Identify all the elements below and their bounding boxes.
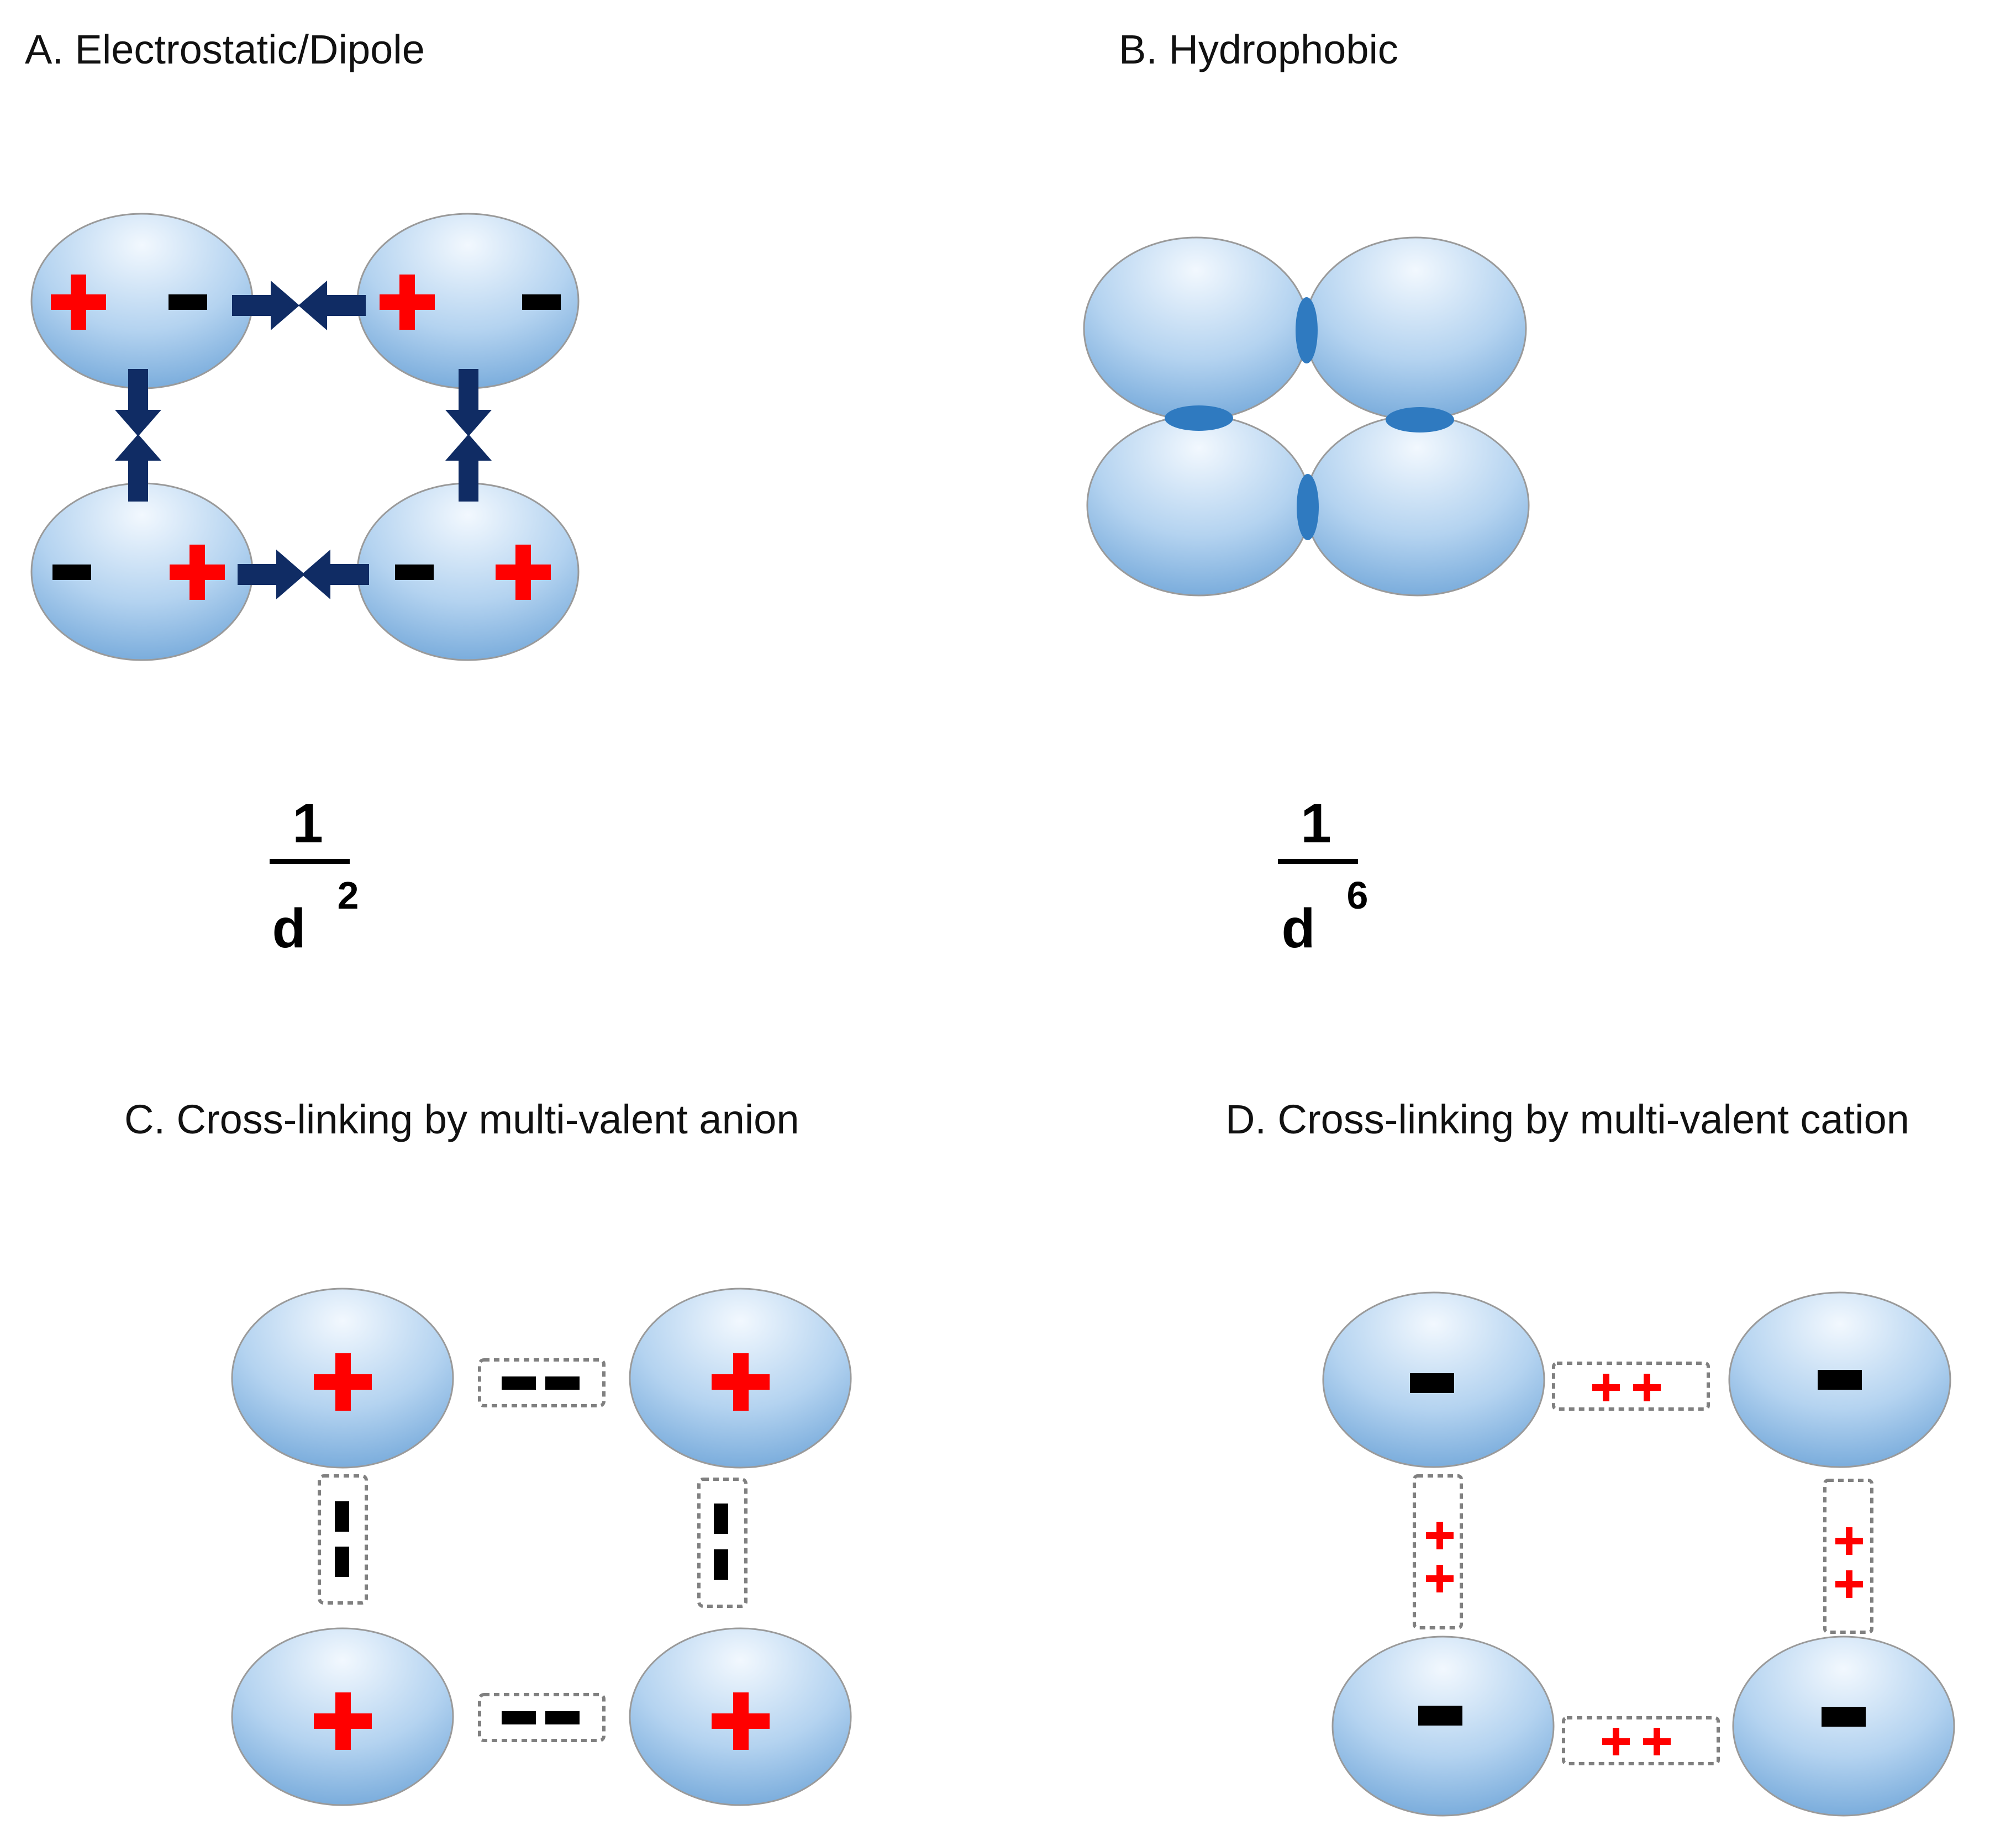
panel-a-title: A. Electrostatic/Dipole xyxy=(25,27,425,72)
minus-charge xyxy=(1418,1706,1462,1726)
hydrophobic-particle xyxy=(1086,414,1312,597)
minus-charge xyxy=(395,565,434,580)
anionic-particle xyxy=(1331,1636,1555,1817)
fraction-bar xyxy=(270,859,350,864)
hydrophobic-contact xyxy=(1386,407,1454,432)
panel-c-particle-charges xyxy=(314,1353,770,1750)
arrow-right-icon xyxy=(232,281,299,330)
plus-charge xyxy=(51,275,106,330)
plus-charge xyxy=(712,1353,770,1411)
panel-c-title: C. Cross-linking by multi-valent anion xyxy=(124,1096,799,1142)
arrow-up-icon xyxy=(115,434,161,502)
panel-b-hydrophobic-particles xyxy=(1083,236,1530,597)
arrow-up-icon xyxy=(445,434,492,502)
panel-a-attraction-arrows xyxy=(115,281,492,599)
panel-b-contacts xyxy=(1165,297,1454,540)
plus-charge xyxy=(314,1692,372,1750)
arrow-left-icon xyxy=(298,281,366,330)
arrow-down-icon xyxy=(445,369,492,436)
multivalent-cation xyxy=(1562,1716,1720,1765)
minus-charge xyxy=(1822,1707,1866,1727)
hydrophobic-contact xyxy=(1297,474,1319,540)
scaling-numerator: 1 xyxy=(1301,793,1331,854)
minus-charge xyxy=(1410,1373,1454,1393)
scaling-base: d xyxy=(1281,898,1315,959)
plus-charge xyxy=(380,275,435,330)
hydrophobic-contact xyxy=(1165,405,1233,431)
scaling-numerator: 1 xyxy=(292,793,323,854)
fraction-bar xyxy=(1278,859,1358,864)
multivalent-cation xyxy=(1552,1362,1710,1411)
multivalent-anion xyxy=(697,1478,748,1608)
plus-charge xyxy=(712,1692,770,1750)
multivalent-cation xyxy=(1413,1474,1463,1629)
arrow-down-icon xyxy=(115,369,161,436)
arrow-right-icon xyxy=(238,550,305,599)
multivalent-anion xyxy=(478,1693,606,1742)
scaling-exponent: 2 xyxy=(338,874,359,917)
panel-b-title: B. Hydrophobic xyxy=(1119,27,1398,72)
panel-c-anion-crosslinkers xyxy=(318,1358,748,1742)
hydrophobic-particle xyxy=(1083,236,1309,421)
hydrophobic-contact xyxy=(1296,297,1318,363)
multivalent-cation xyxy=(1823,1479,1873,1634)
minus-charge xyxy=(169,294,207,310)
panel-a-dipole-particles xyxy=(30,213,580,661)
panel-d-title: D. Cross-linking by multi-valent cation xyxy=(1225,1096,1909,1142)
panel-a-distance-scaling: 1 d 2 xyxy=(270,793,359,959)
minus-charge xyxy=(52,565,91,580)
arrow-left-icon xyxy=(302,550,369,599)
panel-a-charges xyxy=(51,275,561,600)
minus-charge xyxy=(1818,1370,1862,1390)
plus-charge xyxy=(496,545,551,600)
minus-charge xyxy=(522,294,561,310)
multivalent-anion xyxy=(478,1358,606,1407)
hydrophobic-particle xyxy=(1304,414,1530,597)
scaling-base: d xyxy=(272,898,306,959)
scaling-exponent: 6 xyxy=(1347,874,1368,917)
plus-charge xyxy=(170,545,225,600)
panel-d-particle-charges xyxy=(1410,1370,1866,1727)
panel-d-cation-crosslinkers xyxy=(1413,1362,1873,1765)
plus-charge xyxy=(314,1353,372,1411)
hydrophobic-particle xyxy=(1304,236,1527,421)
multivalent-anion xyxy=(318,1474,368,1605)
panel-b-distance-scaling: 1 d 6 xyxy=(1278,793,1368,959)
